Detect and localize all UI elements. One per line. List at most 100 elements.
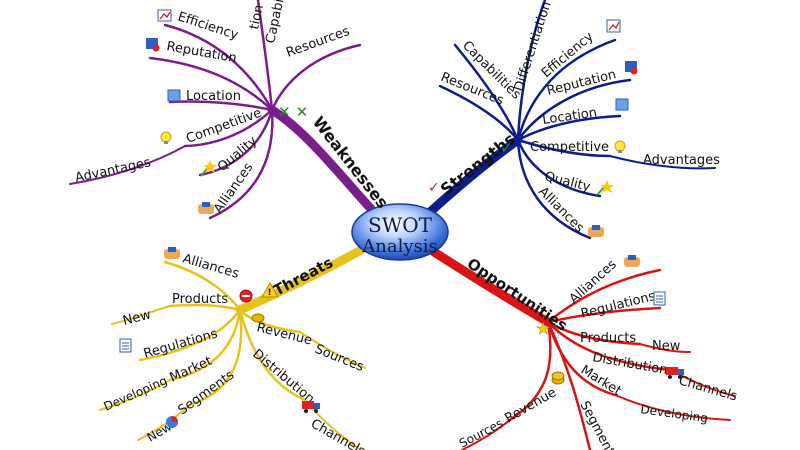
threats-branch (99, 241, 373, 449)
threats-revenue-coins-icon (251, 313, 265, 323)
threats-label-sources: Sources (313, 342, 367, 375)
threats-twig-new-products (111, 305, 171, 325)
threats-label-market: Market (168, 354, 215, 386)
threats-twig-developing (99, 379, 171, 411)
opportunities-label-channels: Channels (677, 373, 739, 404)
strengths-twig-resources (438, 84, 520, 142)
threats-twig-products (168, 303, 242, 312)
strengths-quality-wand-icon (596, 180, 614, 196)
threats-label-alliances: Alliances (181, 251, 241, 281)
opportunities-regulations-list-icon (653, 291, 666, 306)
strengths-main-branch (425, 135, 523, 217)
threats-regulations-list-icon (119, 338, 132, 353)
weaknesses-main-branch (267, 105, 377, 215)
weaknesses-label-advantages: Advantages (74, 155, 153, 186)
weaknesses-cross-marks: ✕ ✕ (278, 103, 308, 121)
weaknesses-label-efficiency: Efficiency (176, 10, 240, 44)
threats-label-developing: Developing (102, 373, 170, 413)
weaknesses-twig-reputation (148, 56, 274, 112)
opportunities-twig-sources (461, 419, 511, 450)
weaknesses-branch-label: Weaknesses (309, 113, 392, 212)
weaknesses-twig-efficiency (163, 23, 274, 112)
strengths-twig-alliances (516, 138, 592, 240)
strengths-label-advantages: Advantages (643, 153, 720, 168)
strengths-checkmark-icon: ✓ (500, 139, 513, 157)
opportunities-revenue-coins-icon (551, 371, 565, 385)
threats-twig-segments (188, 308, 243, 407)
strengths-twig-capabilities (453, 43, 520, 142)
alliances-handshake-icon (198, 202, 214, 214)
weaknesses-twig-capabilities (256, 0, 274, 112)
quality-wand-icon (200, 160, 217, 177)
strengths-red-check-icon: ✓ (428, 180, 440, 196)
strengths-twig-competitive (516, 138, 612, 158)
strengths-alliances-handshake-icon (588, 225, 604, 237)
opportunities-label-new-products: New (652, 339, 681, 354)
weaknesses-twig-quality (198, 108, 274, 177)
threats-twig-alliances (163, 260, 242, 312)
reputation-ribbon-icon (146, 38, 160, 52)
weaknesses-branch (69, 0, 377, 220)
opportunities-pointer-icon: ☝ (552, 327, 560, 342)
threats-stop-icon (239, 289, 253, 303)
strengths-twig-advantages (609, 155, 716, 170)
opportunities-label-sources: Sources (457, 416, 505, 450)
threats-twig-market (168, 308, 242, 382)
weaknesses-label-capabilities: Capabilities (263, 0, 293, 45)
strengths-twig-location (516, 114, 622, 142)
center-node: SWOT Analysis (351, 203, 449, 261)
threats-twig-regulations (138, 308, 242, 362)
competitive-lightbulb-icon (160, 131, 172, 144)
opportunities-twig-revenue (508, 320, 552, 422)
opportunities-main-branch (429, 247, 553, 327)
threats-label-distribution: Distribution (249, 347, 317, 407)
threats-main-branch (235, 241, 373, 315)
opportunities-twig-regulations (546, 306, 662, 324)
opportunities-label-developing: Developing (640, 402, 709, 425)
threats-alliances-handshake-icon (164, 247, 180, 259)
opportunities-twig-new-products (639, 343, 691, 353)
strengths-twig-efficiency (516, 38, 617, 142)
threats-label-new-products: New (121, 307, 152, 329)
threats-twig-revenue (238, 308, 302, 334)
threats-warning-icon: ! (261, 281, 279, 298)
weaknesses-twig-alliances (208, 108, 274, 220)
threats-twig-sources (299, 331, 366, 369)
opportunities-twig-segments (546, 320, 592, 450)
opportunities-twig-developing (614, 394, 731, 421)
opportunities-alliances-handshake-icon (624, 255, 640, 267)
weaknesses-label-location: Location (186, 89, 241, 104)
opportunities-twig-products (546, 320, 642, 346)
weaknesses-twig-resources (270, 43, 362, 112)
location-building-icon (167, 89, 181, 102)
efficiency-chart-icon (157, 9, 172, 22)
strengths-twig-differentiation (516, 0, 547, 142)
strengths-competitive-lightbulb-icon (614, 140, 626, 153)
strengths-efficiency-chart-icon (606, 19, 621, 33)
opportunities-label-revenue: Revenue (503, 385, 560, 426)
center-title-line1: SWOT (368, 213, 433, 237)
threats-twig-new-segments (137, 404, 191, 441)
threats-distribution-truck-icon (302, 401, 320, 413)
weaknesses-twig-location (168, 100, 274, 112)
strengths-location-building-icon (615, 98, 629, 111)
weaknesses-twig-competitive (183, 108, 274, 148)
weaknesses-twig-advantages (69, 145, 186, 185)
weaknesses-label-resources: Resources (284, 24, 352, 61)
threats-label-products: Products (172, 292, 228, 307)
weaknesses-label-top-fragment: tion (247, 3, 267, 30)
center-title-line2: Analysis (361, 236, 437, 257)
threats-label-channels: Channels (308, 416, 368, 450)
strengths-twig-quality (516, 138, 602, 198)
threats-segments-pie-icon (166, 416, 178, 428)
strengths-branch (425, 0, 716, 240)
opportunities-label-products: Products (580, 331, 636, 346)
strengths-label-competitive: Competitive (530, 140, 609, 155)
opportunities-twig-alliances (546, 268, 662, 324)
threats-branch-label: Threats (270, 253, 336, 299)
opportunities-twig-distribution (546, 320, 672, 372)
opportunities-branch (429, 247, 736, 450)
center-orb (351, 203, 449, 261)
